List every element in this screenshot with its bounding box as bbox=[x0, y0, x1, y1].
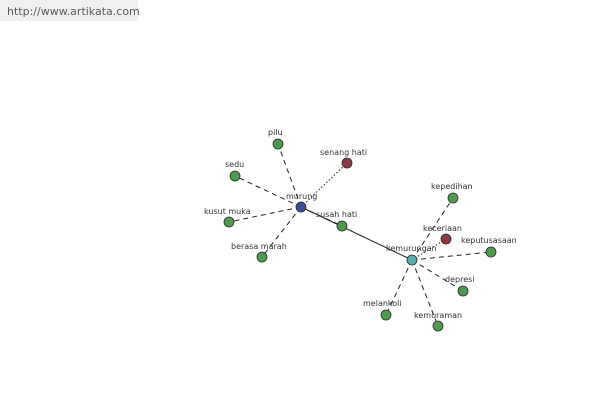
edge-kemurungan-keputusasaan bbox=[411, 251, 492, 261]
edge-murung-kemurungan bbox=[300, 206, 413, 261]
label-berasa-marah[interactable]: berasa marah bbox=[231, 242, 287, 251]
label-melankoli[interactable]: melankoli bbox=[363, 299, 402, 308]
label-keceriaan[interactable]: keceriaan bbox=[423, 224, 462, 233]
edge-murung-kusut-muka bbox=[228, 206, 302, 223]
label-murung[interactable]: murung bbox=[286, 192, 317, 201]
edge-murung-senang-hati bbox=[300, 162, 348, 208]
edge-murung-pilu bbox=[277, 143, 302, 208]
label-kemuraman[interactable]: kemuraman bbox=[414, 311, 462, 320]
edge-kemurungan-melankoli bbox=[385, 259, 413, 316]
node-keceriaan[interactable] bbox=[440, 233, 452, 245]
node-kemuraman[interactable] bbox=[432, 320, 444, 332]
label-kemurungan[interactable]: kemurungan bbox=[386, 244, 437, 253]
label-susah-hati[interactable]: susah hati bbox=[316, 210, 357, 219]
node-senang-hati[interactable] bbox=[341, 157, 353, 169]
node-kemurungan[interactable] bbox=[406, 254, 418, 266]
edges bbox=[228, 143, 492, 327]
edge-kemurungan-depresi bbox=[411, 259, 464, 292]
node-kepedihan[interactable] bbox=[447, 192, 459, 204]
edge-murung-sedu bbox=[234, 175, 302, 208]
node-keputusasaan[interactable] bbox=[485, 246, 497, 258]
label-sedu[interactable]: sedu bbox=[225, 160, 244, 169]
url-text[interactable]: http://www.artikata.com bbox=[7, 5, 140, 18]
edge-kemurungan-kemuraman bbox=[411, 259, 439, 327]
url-banner: http://www.artikata.com bbox=[0, 0, 140, 21]
nodes bbox=[223, 138, 497, 332]
edge-murung-berasa-marah bbox=[261, 206, 302, 258]
label-kusut-muka[interactable]: kusut muka bbox=[204, 207, 251, 216]
node-pilu[interactable] bbox=[272, 138, 284, 150]
node-susah-hati[interactable] bbox=[336, 220, 348, 232]
label-pilu[interactable]: pilu bbox=[268, 128, 283, 137]
label-kepedihan[interactable]: kepedihan bbox=[431, 182, 473, 191]
node-berasa-marah[interactable] bbox=[256, 251, 268, 263]
label-keputusasaan[interactable]: keputusasaan bbox=[461, 236, 517, 245]
edge-kemurungan-kepedihan bbox=[411, 197, 454, 261]
node-murung[interactable] bbox=[295, 201, 307, 213]
node-melankoli[interactable] bbox=[380, 309, 392, 321]
label-senang-hati[interactable]: senang hati bbox=[320, 148, 367, 157]
label-depresi[interactable]: depresi bbox=[445, 275, 475, 284]
labels: murung pilu senang hati sedu kusut muka beras… bbox=[204, 128, 517, 320]
node-sedu[interactable] bbox=[229, 170, 241, 182]
node-depresi[interactable] bbox=[457, 285, 469, 297]
node-kusut-muka[interactable] bbox=[223, 216, 235, 228]
